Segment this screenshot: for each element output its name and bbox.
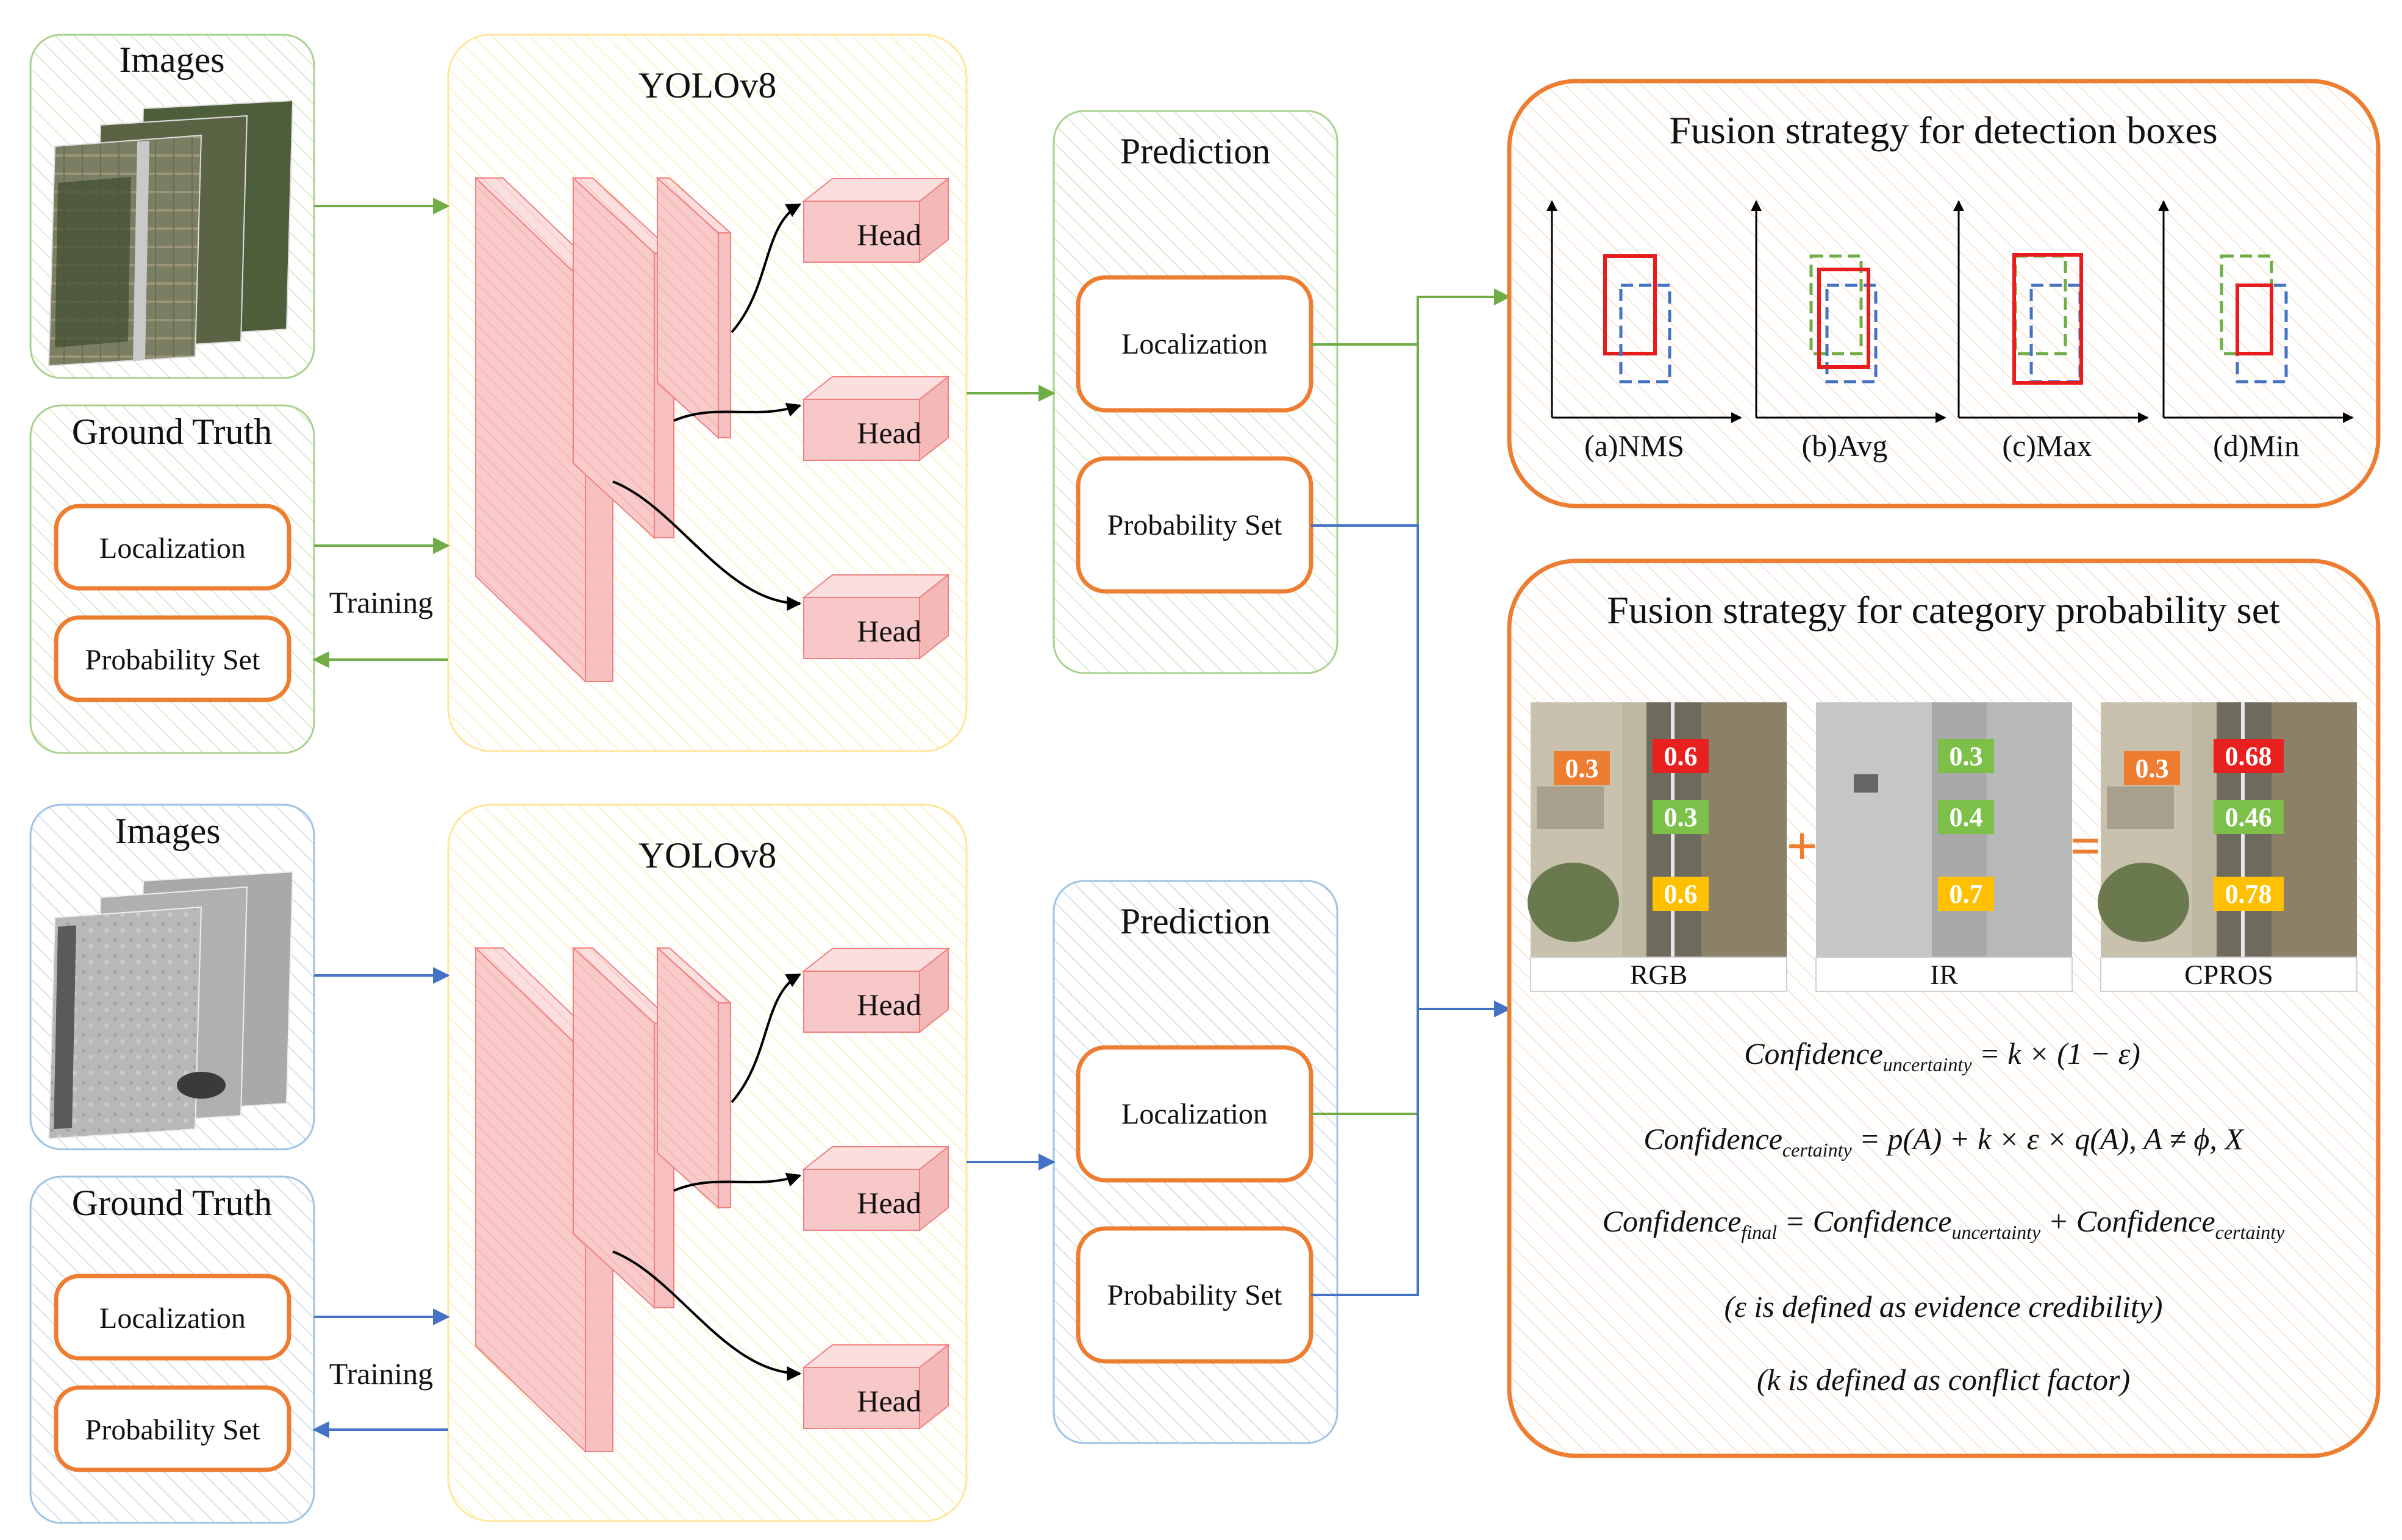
rgb-head-3-label: Head <box>857 614 921 648</box>
rgb-lbl-green-text: 0.3 <box>1664 802 1698 832</box>
prob-fusion-panel: Fusion strategy for category probability… <box>1507 558 2381 1458</box>
ir-lbl-green-1 <box>1938 739 1994 773</box>
ir-gt-probability-label: Probability Set <box>85 1414 260 1446</box>
panel-avg-label: (b)Avg <box>1802 429 1888 463</box>
rgb-lbl-red <box>1653 739 1709 773</box>
ir-image-stack <box>48 871 294 1140</box>
ir-lbl-green-1-text: 0.3 <box>1950 741 1983 771</box>
rgb-lbl-green <box>1653 800 1709 834</box>
ir-heads: Head Head Head <box>802 947 950 1430</box>
rgb-lbl-orange-text: 0.3 <box>1565 754 1599 783</box>
panel-min: (d)Min <box>2158 200 2354 463</box>
ir-prediction-title: Prediction <box>1120 901 1271 941</box>
rgb-lbl-orange <box>1554 751 1610 785</box>
ir-lbl-yellow <box>1938 877 1994 911</box>
cpros-lbl-orange <box>2124 751 2180 785</box>
equation-uncertainty: Confidenceuncertainty = k × (1 − ε) <box>1744 1036 2140 1075</box>
fusion-rgb-caption: RGB <box>1630 959 1688 990</box>
ir-lbl-green-2 <box>1938 800 1994 834</box>
rgb-backbone-layers <box>474 176 732 683</box>
panel-nms-label: (a)NMS <box>1584 429 1684 463</box>
note-evidence-credibility: (ε is defined as evidence credibility) <box>1725 1289 2163 1324</box>
fusion-ir-image: 0.3 0.4 0.7 IR <box>1815 702 2073 992</box>
ir-head-2: Head <box>802 1145 950 1232</box>
rgb-gt-localization <box>54 504 291 591</box>
cpros-lbl-yellow-text: 0.78 <box>2225 879 2272 909</box>
ir-head-3: Head <box>802 1343 950 1430</box>
rgb-gt-probability <box>54 615 291 702</box>
rgb-images-title: Images <box>119 40 224 80</box>
ir-gt-localization-label: Localization <box>99 1302 246 1335</box>
ir-images-title: Images <box>115 811 220 851</box>
rgb-gt-localization-label: Localization <box>99 532 246 565</box>
rgb-training-label: Training <box>329 585 433 619</box>
cpros-lbl-green <box>2214 800 2284 834</box>
ir-lbl-green-2-text: 0.4 <box>1950 802 1983 832</box>
rgb-image-stack <box>48 99 294 367</box>
ir-gt-probability <box>54 1385 291 1472</box>
ir-yolo-title: YOLOv8 <box>638 835 777 875</box>
ir-head-1: Head <box>802 947 950 1034</box>
ir-lbl-yellow-text: 0.7 <box>1950 879 1983 909</box>
fusion-connectors <box>1311 288 1511 1296</box>
note-conflict-factor: (k is defined as conflict factor) <box>1757 1363 2130 1397</box>
rgb-lbl-yellow-text: 0.6 <box>1664 879 1698 909</box>
rgb-lbl-red-text: 0.6 <box>1664 741 1698 771</box>
fusion-cpros-caption: CPROS <box>2184 959 2273 990</box>
prob-fusion-title: Fusion strategy for category probability… <box>1607 588 2280 632</box>
ir-backbone-layers <box>474 946 732 1453</box>
rgb-prob-to-prob-fusion <box>1311 524 1511 1018</box>
panel-min-label: (d)Min <box>2213 429 2300 463</box>
panel-max: (c)Max <box>1953 200 2149 463</box>
box-fusion-frame <box>1507 79 2381 508</box>
fusion-rgb-image: 0.3 0.6 0.3 0.6 RGB <box>1528 702 1787 992</box>
ir-head-2-label: Head <box>857 1186 921 1220</box>
ir-head-3-label: Head <box>857 1384 921 1418</box>
equation-certainty: Confidencecertainty = p(A) + k × ε × q(A… <box>1643 1122 2245 1161</box>
rgb-loc-to-box-fusion <box>1311 288 1511 346</box>
cpros-lbl-green-text: 0.46 <box>2225 802 2272 832</box>
ir-prob-to-prob-fusion <box>1311 1009 1419 1296</box>
panel-nms: (a)NMS <box>1546 200 1742 463</box>
plus-sign: + <box>1786 816 1817 877</box>
ir-gt-localization <box>54 1274 291 1361</box>
ir-pred-localization-label: Localization <box>1121 1098 1268 1130</box>
cpros-lbl-red-text: 0.68 <box>2225 741 2272 771</box>
rgb-head-2-label: Head <box>857 416 921 450</box>
ir-head-1-label: Head <box>857 988 921 1022</box>
rgb-pred-probability-label: Probability Set <box>1107 509 1282 541</box>
cpros-lbl-yellow <box>2214 877 2284 911</box>
rgb-yolo-title: YOLOv8 <box>638 65 777 105</box>
rgb-gt-title: Ground Truth <box>72 412 272 452</box>
panel-avg: (b)Avg <box>1751 200 1946 463</box>
rgb-branch: Images YOLOv8 <box>29 34 1339 754</box>
equals-sign: = <box>2070 816 2101 877</box>
rgb-head-connectors <box>612 203 802 611</box>
rgb-lbl-yellow <box>1653 877 1709 911</box>
equation-final: Confidencefinal = Confidenceuncertainty … <box>1603 1204 2286 1243</box>
rgb-head-2: Head <box>802 375 950 462</box>
panel-max-label: (c)Max <box>2002 429 2092 463</box>
fusion-ir-caption: IR <box>1930 959 1958 990</box>
ir-head-connectors <box>612 973 802 1381</box>
box-fusion-title: Fusion strategy for detection boxes <box>1669 109 2217 152</box>
cpros-lbl-orange-text: 0.3 <box>2136 754 2169 783</box>
ir-gt-title: Ground Truth <box>72 1183 272 1223</box>
rgb-prediction-title: Prediction <box>1120 131 1271 171</box>
box-fusion-panel: Fusion strategy for detection boxes (a)N… <box>1507 79 2381 508</box>
rgb-gt-probability-label: Probability Set <box>85 644 260 676</box>
rgb-head-1-label: Head <box>857 218 921 252</box>
rgb-head-3: Head <box>802 573 950 660</box>
rgb-pred-localization-label: Localization <box>1121 328 1268 360</box>
ir-pred-probability-label: Probability Set <box>1107 1279 1282 1311</box>
fusion-cpros-image: 0.3 0.68 0.46 0.78 CPROS <box>2098 702 2357 992</box>
ir-training-label: Training <box>329 1356 433 1391</box>
ir-branch: Images YOLOv8 <box>29 804 1339 1524</box>
rgb-head-1: Head <box>802 177 950 264</box>
rgb-heads: Head Head Head <box>802 177 950 660</box>
cpros-lbl-red <box>2214 739 2284 773</box>
